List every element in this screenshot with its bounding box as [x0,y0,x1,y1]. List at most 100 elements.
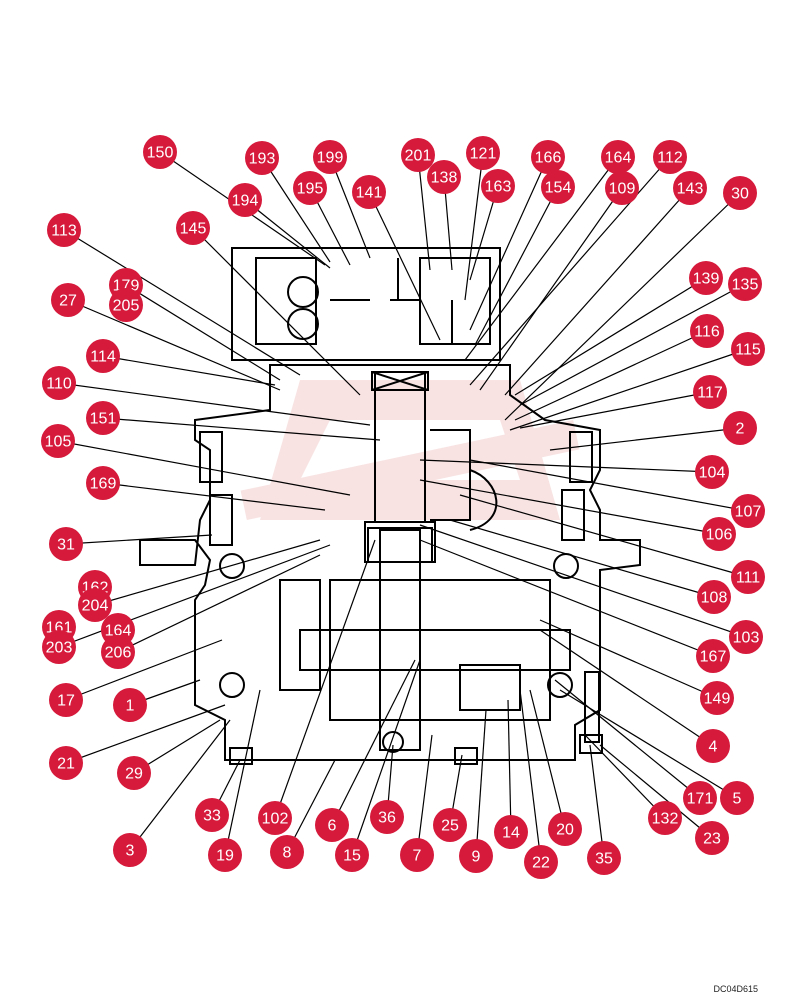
callout-circle [723,411,757,445]
callout-20: 20 [548,812,582,846]
callout-label: 9 [472,849,481,866]
callout-circle [731,494,765,528]
callout-label: 29 [125,766,143,783]
callout-label: 5 [733,791,742,808]
leader-line-23 [599,744,713,839]
callout-circle [117,756,151,790]
leader-line-116 [514,330,708,421]
leader-line-164 [464,156,619,361]
callout-103: 103 [729,620,763,654]
leader-line-117 [519,391,711,429]
callout-164: 164 [601,140,635,174]
callout-circle [49,527,83,561]
callout-194: 194 [228,183,262,217]
leader-line-3 [129,719,231,851]
callout-label: 166 [535,150,562,167]
leader-line-121 [464,152,484,301]
callout-circle [176,211,210,245]
callout-label: 6 [328,818,337,835]
callout-circle [195,798,229,832]
callout-145: 145 [176,211,210,245]
leader-line-22 [519,689,542,863]
callout-label: 20 [556,822,574,839]
leader-line-171 [554,679,701,799]
leader-line-141 [368,191,441,341]
callout-9: 9 [459,839,493,873]
callout-label: 1 [126,698,135,715]
leader-line-145 [192,227,361,396]
leader-line-14 [507,699,512,833]
callout-circle [315,808,349,842]
callout-2: 2 [723,411,757,445]
callout-label: 205 [113,298,140,315]
callout-label: 143 [677,181,704,198]
callout-circle [101,635,135,669]
callout-circle [731,560,765,594]
leader-line-132 [584,734,666,819]
callout-circle [293,171,327,205]
callout-circle [731,332,765,366]
callout-116: 116 [690,314,724,348]
callout-label: 15 [343,848,361,865]
callout-3: 3 [113,833,147,867]
callout-label: 141 [356,185,383,202]
callout-36: 36 [370,800,404,834]
callout-circle [258,801,292,835]
callout-circle [690,314,724,348]
leader-line-35 [589,744,605,859]
leader-line-143 [504,187,691,396]
callout-circle [42,366,76,400]
callout-label: 164 [105,623,132,640]
callout-circle [245,141,279,175]
callout-19: 19 [208,838,242,872]
callout-111: 111 [731,560,765,594]
callout-label: 27 [59,293,77,310]
callout-circle [481,169,515,203]
callout-104: 104 [695,455,729,489]
leader-line-103 [419,524,747,638]
callout-circle [208,838,242,872]
callout-label: 107 [735,504,762,521]
callout-label: 109 [609,181,636,198]
callout-label: 117 [697,385,723,402]
callout-label: 23 [703,831,721,848]
leader-line-6 [331,659,416,826]
callout-label: 204 [82,598,109,615]
callout-circle [673,171,707,205]
callout-163: 163 [481,169,515,203]
leader-line-107 [469,459,749,512]
leader-line-105 [57,440,351,496]
callout-114: 114 [86,339,120,373]
callout-205: 205 [109,288,143,322]
callout-circle [548,812,582,846]
callout-label: 33 [203,808,221,825]
leader-line-27 [67,299,281,391]
callout-circle [86,339,120,373]
callout-circle [51,283,85,317]
callout-label: 14 [502,825,520,842]
callout-label: 138 [431,170,458,187]
leader-line-19 [224,689,261,856]
callout-circle [728,267,762,301]
callout-14: 14 [494,815,528,849]
callout-circle [270,835,304,869]
leader-line-4 [539,629,714,747]
callout-label: 116 [694,324,720,341]
callout-203: 203 [42,630,76,664]
callout-102: 102 [258,801,292,835]
callout-circle [78,588,112,622]
leader-line-135 [519,283,746,406]
callout-label: 2 [736,421,745,438]
callout-30: 30 [723,176,757,210]
callout-149: 149 [700,681,734,715]
callout-circle [370,800,404,834]
callout-171: 171 [683,781,717,815]
callout-label: 36 [378,810,396,827]
callout-circle [587,841,621,875]
callout-167: 167 [696,639,730,673]
leader-line-149 [539,619,718,699]
callout-141: 141 [352,175,386,209]
callout-circle [313,140,347,174]
callout-label: 201 [405,148,432,165]
callout-label: 35 [595,851,613,868]
